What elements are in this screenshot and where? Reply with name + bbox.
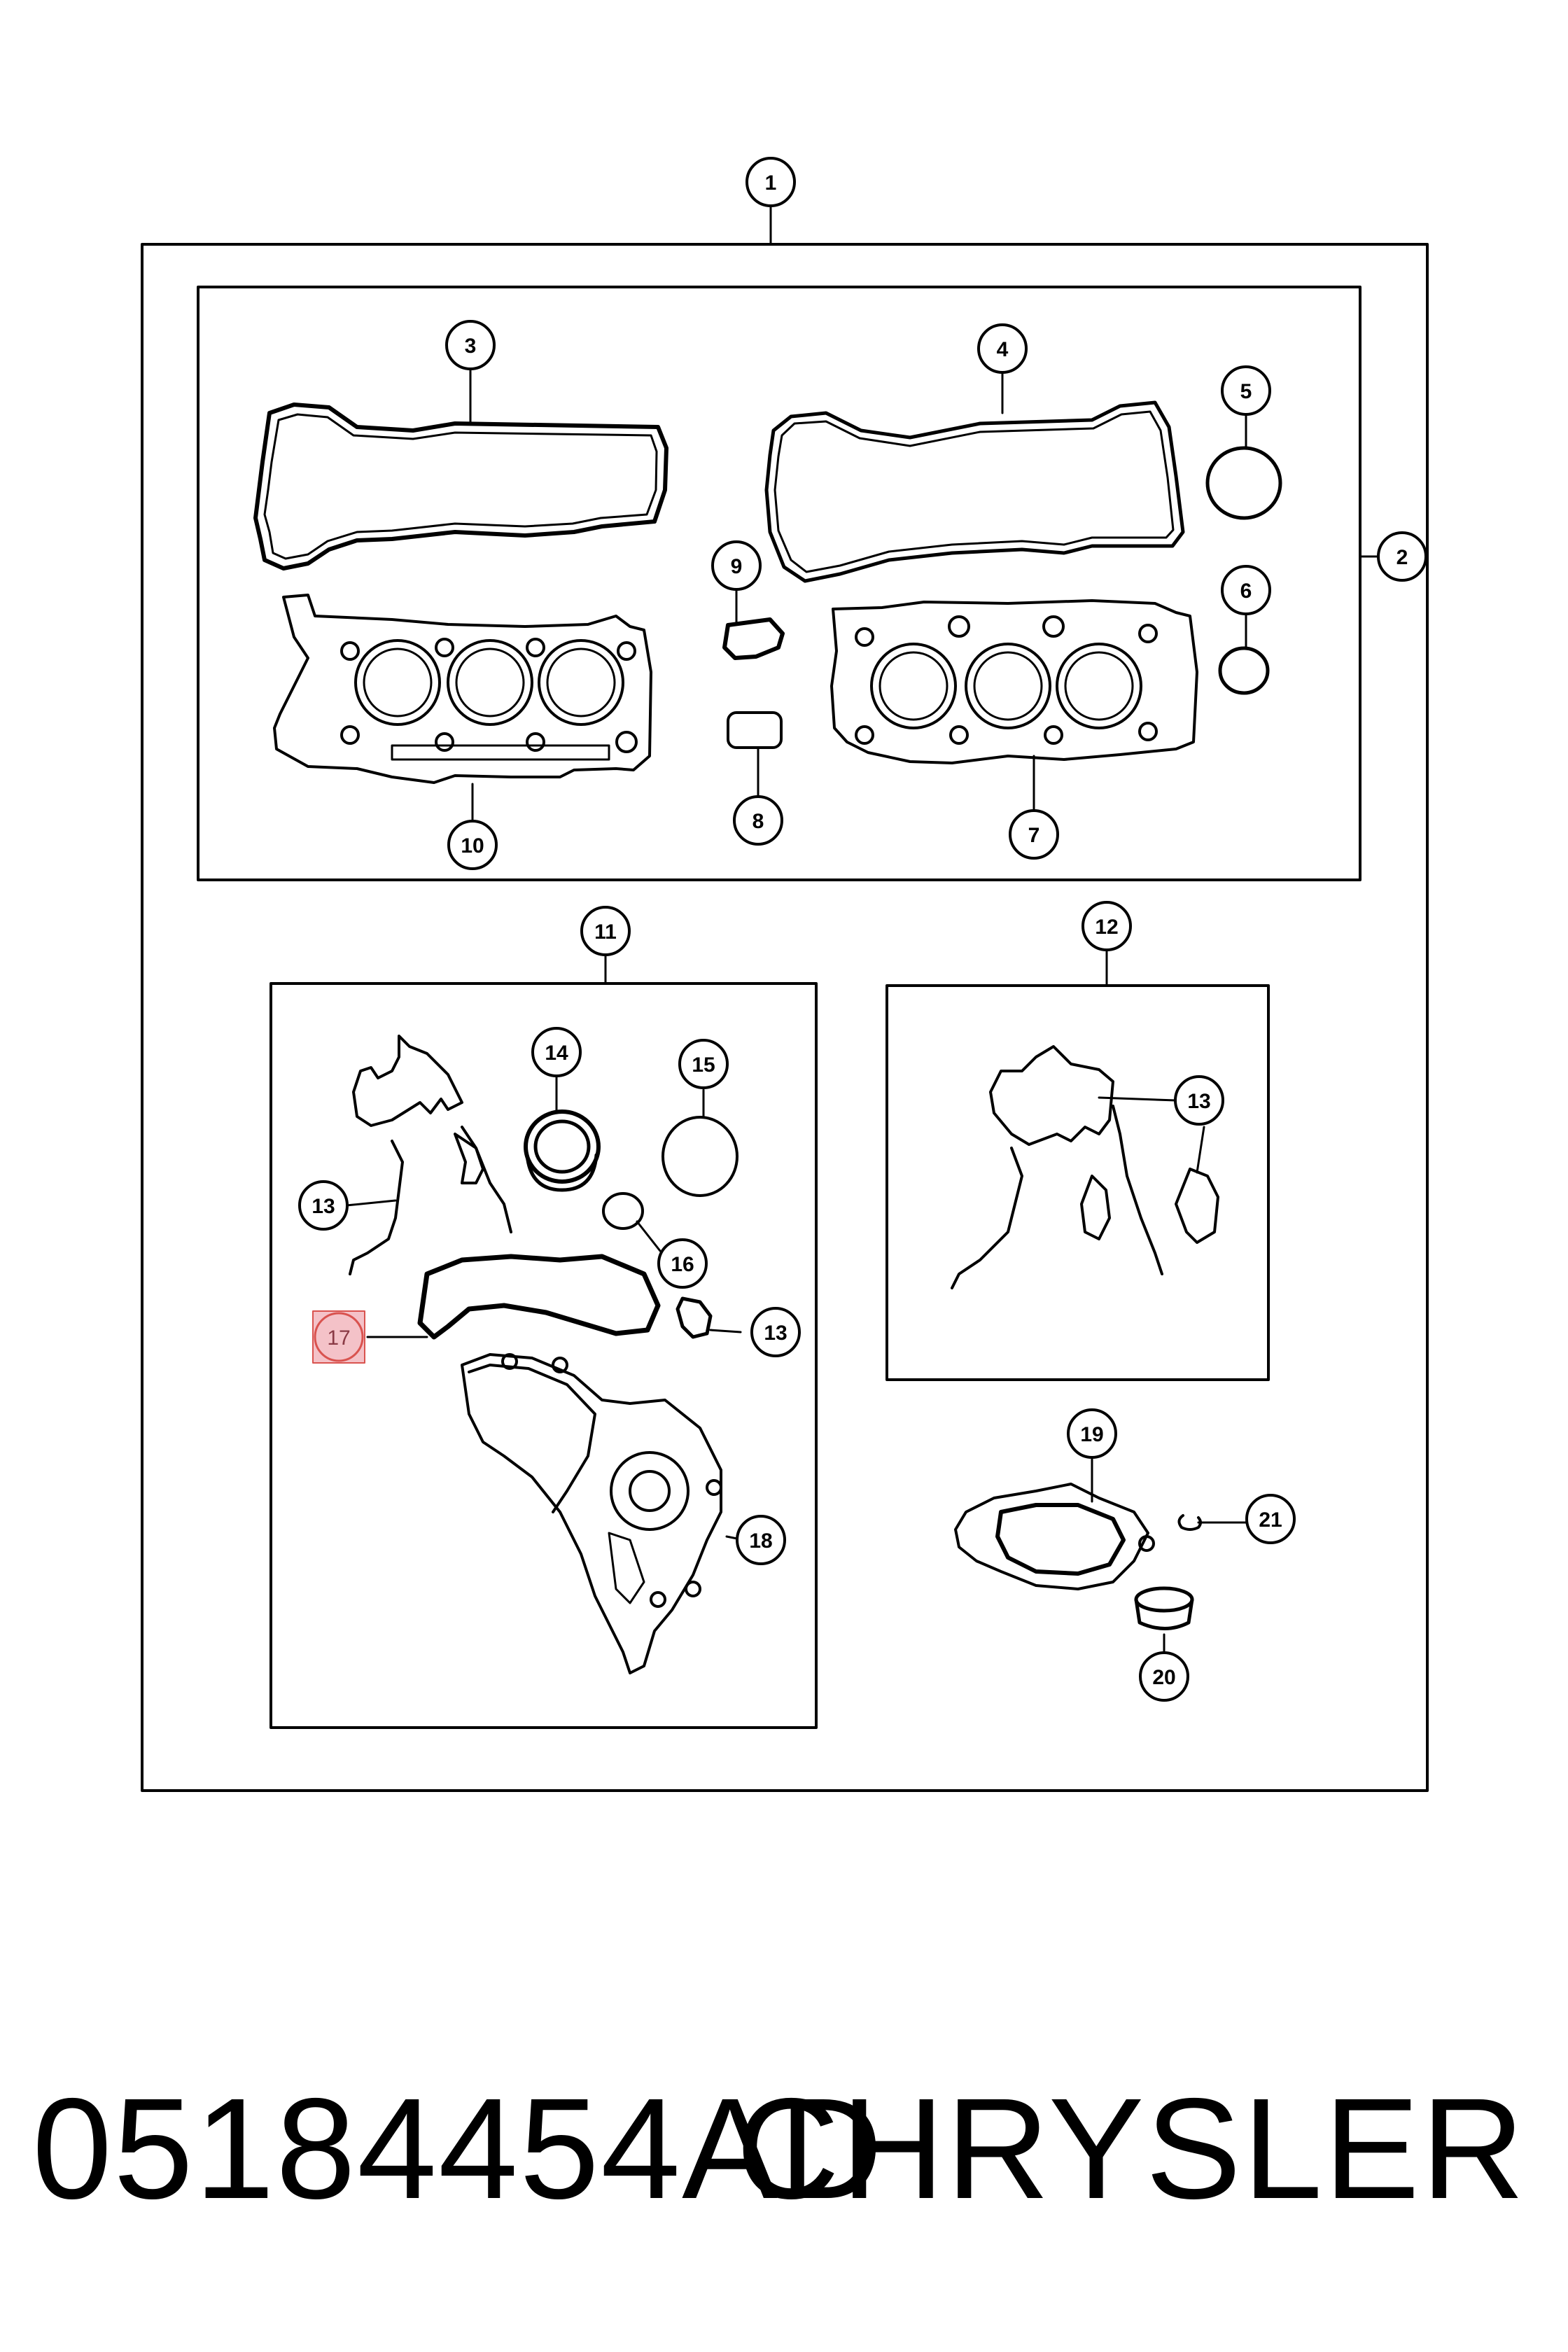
- callout-15-circle: [678, 1039, 729, 1089]
- callout-5-circle: [1221, 365, 1271, 416]
- callout-19-circle: [1067, 1408, 1117, 1459]
- callout-3-circle: [445, 320, 496, 370]
- callout-14: 14: [545, 1042, 568, 1065]
- callout-13-upper: 13: [1187, 1090, 1210, 1113]
- timing-cover-gasket-lower: [349, 1035, 512, 1275]
- water-outlet-gasket: [417, 1254, 661, 1340]
- crankshaft-seal: [524, 1110, 601, 1192]
- callout-7: 7: [1028, 824, 1040, 847]
- cylinder-head-gasket-right: [830, 599, 1198, 764]
- callout-13-right: 13: [764, 1322, 787, 1345]
- callout-13-left: 13: [312, 1195, 335, 1218]
- seal-8: [727, 711, 783, 749]
- kit-outer-frame: [141, 243, 1429, 1792]
- valve-cover-gasket-right: [764, 400, 1185, 583]
- water-pump-housing-gasket: [461, 1353, 722, 1674]
- callout-20-circle: [1139, 1651, 1189, 1702]
- o-ring-15: [662, 1116, 738, 1197]
- callout-1: 1: [765, 172, 777, 195]
- timing-cover-gasket-upper: [951, 1045, 1219, 1289]
- callout-6: 6: [1240, 580, 1252, 603]
- callout-8-circle: [733, 795, 783, 846]
- callout-12: 12: [1095, 916, 1118, 939]
- cylinder-head-gasket-left: [273, 594, 652, 784]
- callout-4-circle: [977, 323, 1028, 374]
- callout-16-circle: [657, 1238, 708, 1289]
- callout-18: 18: [749, 1530, 772, 1553]
- callout-10: 10: [461, 834, 484, 858]
- oil-seal-20: [1134, 1586, 1194, 1630]
- lower-engine-subkit-frame: [270, 982, 818, 1729]
- callout-14-circle: [531, 1027, 582, 1077]
- o-ring-16: [602, 1192, 644, 1230]
- callout-17[interactable]: 17: [327, 1326, 350, 1350]
- callout-17-circle: [314, 1312, 364, 1362]
- upper-engine-subkit-frame: [197, 286, 1362, 881]
- callout-2-circle: [1377, 531, 1427, 582]
- brand-name: CHRYSLER: [736, 2068, 1526, 2229]
- callout-1-circle: [746, 157, 796, 207]
- o-ring-6: [1218, 646, 1270, 695]
- o-ring-21: [1177, 1514, 1202, 1531]
- leader-lines: [345, 202, 1380, 1655]
- callout-21: 21: [1259, 1508, 1282, 1532]
- callout-19: 19: [1080, 1423, 1103, 1446]
- timing-cover-subkit-frame: [886, 984, 1270, 1381]
- callout-13b-circle: [298, 1180, 349, 1231]
- callouts: 1 2 3 4 5 6 7 8 9 10 11 12 13 13 13 14 1: [298, 157, 1427, 1702]
- callout-3: 3: [465, 335, 477, 358]
- callout-4: 4: [997, 338, 1009, 361]
- callout-6-circle: [1221, 565, 1271, 615]
- callout-2: 2: [1396, 546, 1408, 569]
- callout-15: 15: [692, 1054, 715, 1077]
- callout-10-circle: [447, 820, 498, 870]
- o-ring-5: [1205, 446, 1282, 520]
- small-seal-13: [676, 1296, 713, 1339]
- callout-13a-circle: [1174, 1075, 1224, 1126]
- callout-8: 8: [752, 810, 764, 833]
- callout-11: 11: [594, 920, 617, 944]
- callout-12-circle: [1082, 901, 1132, 951]
- valve-cover-gasket-left: [253, 402, 668, 570]
- footer: 05184454AD CHRYSLER: [0, 2065, 1568, 2233]
- callout-9-circle: [711, 540, 762, 591]
- seal-9: [722, 617, 785, 660]
- callout-18-circle: [736, 1515, 786, 1565]
- callout-20: 20: [1152, 1666, 1175, 1689]
- callout-16: 16: [671, 1253, 694, 1276]
- oil-pump-gasket: [954, 1483, 1155, 1590]
- callout-9: 9: [731, 555, 743, 578]
- callout-21-circle: [1245, 1494, 1296, 1544]
- part-number: 05184454AD: [32, 2068, 884, 2229]
- callout-13c-circle: [750, 1307, 801, 1357]
- callout-11-circle: [580, 906, 631, 956]
- callout-5: 5: [1240, 380, 1252, 403]
- callout-7-circle: [1009, 809, 1059, 860]
